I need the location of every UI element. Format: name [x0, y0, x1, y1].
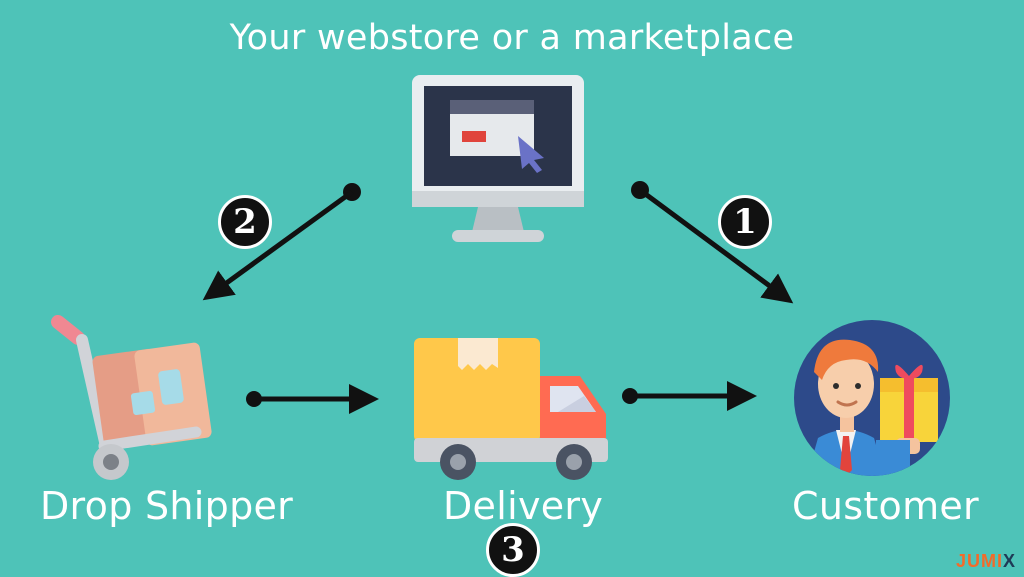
arrow-dropshipper-to-delivery [246, 384, 379, 414]
computer-monitor-icon [412, 75, 584, 242]
delivery-truck-icon [414, 338, 608, 480]
arrow-store-to-customer [631, 181, 794, 304]
arrow-delivery-to-customer [622, 381, 757, 411]
brand-logo-main: JUMI [955, 551, 1003, 571]
step-1-badge: 1 [718, 195, 772, 249]
customer-avatar-icon [794, 320, 950, 476]
customer-label: Customer [792, 484, 979, 528]
arrow-store-to-dropshipper [202, 183, 361, 301]
delivery-label: Delivery [443, 484, 604, 528]
drop-shipper-label: Drop Shipper [40, 484, 294, 528]
brand-logo-accent: X [1002, 551, 1016, 571]
step-3-badge: 3 [486, 523, 540, 577]
diagram-title: Your webstore or a marketplace [229, 18, 795, 58]
step-2-badge: 2 [218, 195, 272, 249]
hand-truck-icon [51, 315, 212, 480]
brand-logo: JUMIX [956, 551, 1016, 572]
